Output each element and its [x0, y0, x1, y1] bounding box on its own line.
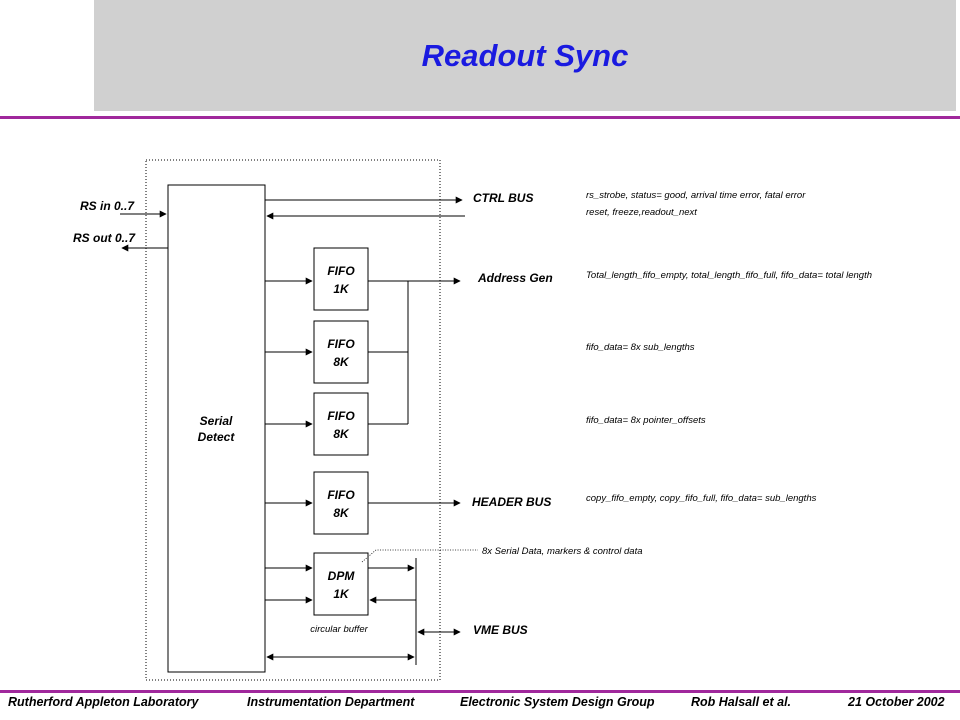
top-divider: [0, 116, 960, 119]
header-bus-desc: copy_fifo_empty, copy_fifo_full, fifo_da…: [586, 493, 817, 504]
rs-in-label: RS in 0..7: [80, 199, 135, 213]
serial-detect-label-2: Detect: [198, 430, 236, 444]
fifo-8k-1-label-2: 8K: [333, 355, 350, 369]
bottom-divider: [0, 690, 960, 693]
fifo-8k-3-label-2: 8K: [333, 506, 350, 520]
address-gen-desc: Total_length_fifo_empty, total_length_fi…: [586, 270, 872, 281]
fifo-1k-box: [313, 247, 369, 311]
ctrl-bus-desc-1: rs_strobe, status= good, arrival time er…: [586, 190, 806, 201]
footer-date: 21 October 2002: [848, 695, 945, 709]
fifo-1k-label-2: 1K: [333, 282, 350, 296]
fifo-8k-2-label-1: FIFO: [327, 409, 355, 423]
fifo-8k-1-desc: fifo_data= 8x sub_lengths: [586, 342, 695, 353]
fifo-8k-3-label-1: FIFO: [327, 488, 355, 502]
fifo-8k-1-label-1: FIFO: [327, 337, 355, 351]
dpm-box: [313, 552, 369, 616]
fifo-8k-box-3: [313, 471, 369, 535]
header-bus-label: HEADER BUS: [472, 495, 551, 509]
address-gen-label: Address Gen: [477, 271, 553, 285]
vme-bus-label: VME BUS: [473, 623, 528, 637]
page-title: Readout Sync: [421, 38, 629, 73]
board-outline: [145, 159, 441, 681]
fifo-8k-box-2: [313, 392, 369, 456]
footer-lab: Rutherford Appleton Laboratory: [8, 695, 199, 709]
serial-detect-label-1: Serial: [200, 414, 233, 428]
ctrl-bus-desc-2: reset, freeze,readout_next: [586, 207, 697, 218]
fifo-8k-2-desc: fifo_data= 8x pointer_offsets: [586, 415, 706, 426]
footer-group: Electronic System Design Group: [460, 695, 655, 709]
title-band: [94, 0, 956, 111]
serial-detect-block: [167, 184, 266, 673]
circular-buffer-label: circular buffer: [310, 624, 368, 635]
rs-out-label: RS out 0..7: [73, 231, 136, 245]
ctrl-bus-label: CTRL BUS: [473, 191, 533, 205]
dpm-note: 8x Serial Data, markers & control data: [482, 546, 643, 557]
dpm-note-leader: [361, 549, 478, 563]
footer-author: Rob Halsall et al.: [691, 695, 792, 709]
footer-department: Instrumentation Department: [247, 695, 415, 709]
fifo-8k-box-1: [313, 320, 369, 384]
fifo-1k-label-1: FIFO: [327, 264, 355, 278]
dpm-label-1: DPM: [328, 569, 356, 583]
dpm-label-2: 1K: [333, 587, 350, 601]
fifo-8k-2-label-2: 8K: [333, 427, 350, 441]
